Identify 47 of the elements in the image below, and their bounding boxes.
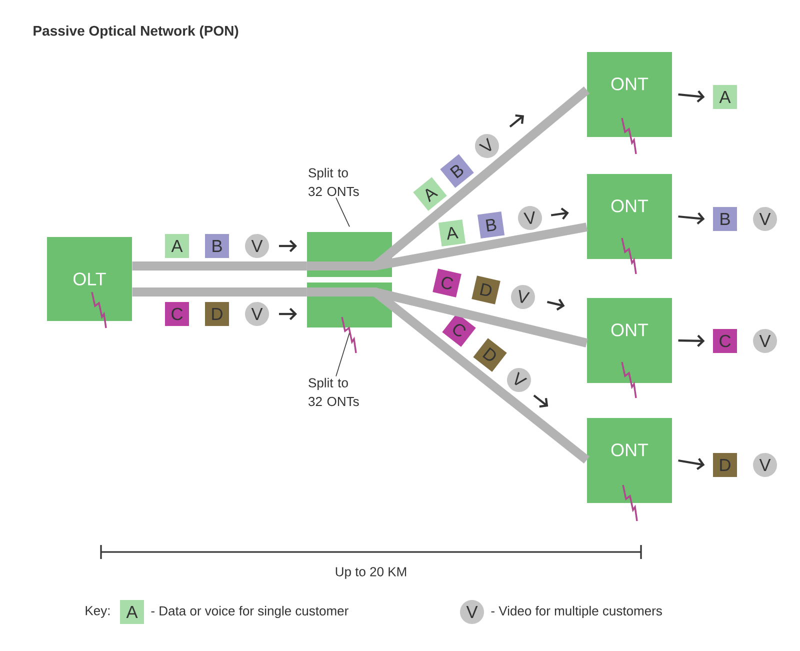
data-token: A	[413, 177, 447, 211]
video-token: V	[753, 329, 777, 353]
data-token: B	[205, 234, 229, 258]
ont-box: ONT	[587, 418, 672, 503]
video-token: V	[245, 302, 269, 326]
data-token: A	[713, 85, 737, 109]
data-token: C	[432, 268, 462, 298]
fiber-line	[306, 288, 590, 464]
ont-box: ONT	[587, 174, 672, 259]
fiber-line	[306, 222, 588, 270]
arrow	[678, 212, 705, 224]
data-token: B	[713, 207, 737, 231]
title: Passive Optical Network (PON)	[34, 25, 238, 39]
video-token: V	[507, 368, 531, 392]
data-token: A	[438, 219, 466, 247]
video-token: V	[753, 207, 777, 231]
ont-box: ONT	[587, 52, 672, 137]
data-token: B	[477, 211, 505, 239]
legend-text: - Video for multiple customers	[491, 606, 662, 618]
legend-text: - Data or voice for single customer	[151, 606, 348, 618]
data-token: D	[473, 338, 507, 372]
splitter-note: Split to 32 ONTs	[308, 168, 359, 196]
dimension-label: Up to 20 KM	[336, 567, 406, 579]
data-token: C	[442, 313, 476, 347]
data-token: A	[165, 234, 189, 258]
video-token: V	[511, 285, 535, 309]
video-token: V	[518, 206, 542, 230]
fiber-line	[132, 288, 307, 296]
video-token: V	[245, 234, 269, 258]
data-token: C	[713, 329, 737, 353]
leader-line	[336, 197, 350, 228]
data-token: C	[165, 302, 189, 326]
data-token: D	[713, 453, 737, 477]
data-token: D	[205, 302, 229, 326]
key-label: Key:	[86, 606, 110, 618]
olt-box: OLT	[47, 237, 132, 321]
video-token: V	[475, 134, 499, 158]
splitter-note: Split to 32 ONTs	[308, 378, 359, 406]
arrow	[678, 458, 705, 470]
arrow	[678, 334, 705, 347]
arrow	[678, 90, 705, 102]
leader-line	[336, 332, 350, 377]
ont-box: ONT	[587, 298, 672, 383]
video-token: V	[753, 453, 777, 477]
fiber-line	[132, 262, 307, 270]
data-token: B	[440, 154, 474, 188]
data-token: D	[472, 276, 500, 304]
